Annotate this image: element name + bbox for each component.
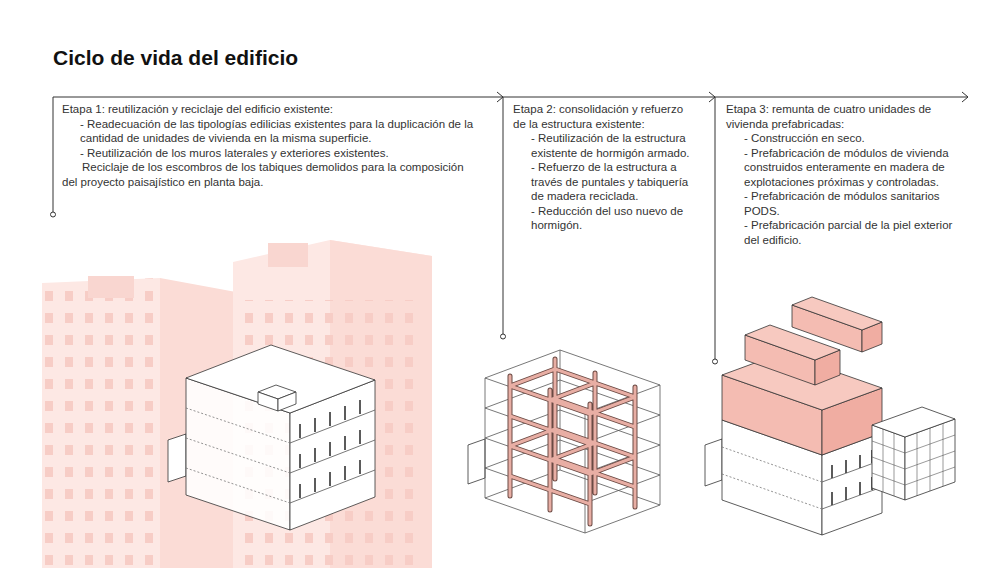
floor-line (722, 447, 822, 509)
floor-line (186, 408, 290, 503)
window-mark (832, 450, 872, 505)
existing-building (168, 345, 375, 530)
plinth (705, 439, 722, 486)
stage-dot (713, 359, 718, 364)
roof-box (88, 276, 134, 298)
floor-slab (485, 350, 660, 533)
roof-box (268, 243, 308, 267)
stage-note: - Reutilización de la estructura existen… (531, 131, 703, 160)
facade-panel (872, 425, 905, 500)
stage-note: - Construcción en seco. (744, 131, 968, 146)
plinth (168, 434, 186, 482)
building-face (42, 278, 160, 568)
building-roof (186, 345, 375, 413)
timber-beam (510, 359, 635, 524)
building-windows (42, 278, 160, 568)
timber-outline (510, 359, 635, 524)
roof-box (278, 392, 296, 411)
facade-grid (872, 423, 955, 496)
stage-note: - Reutilización de los muros laterales y… (80, 146, 475, 161)
window-mark (300, 400, 360, 498)
plinth (468, 439, 485, 484)
extended-building (705, 297, 955, 535)
timeline-arrow (497, 92, 503, 102)
stage-note: Reciclaje de los escombros de los tabiqu… (62, 160, 464, 189)
facade-panel (872, 407, 955, 437)
stage-line (53, 97, 54, 212)
floor-line (290, 410, 375, 503)
stage-heading: Etapa 1: reutilización y reciclaje del e… (62, 102, 492, 117)
floor-slab (485, 350, 660, 533)
timeline-line (53, 97, 968, 98)
stage-heading: Etapa 3: remunta de cuatro unidades de v… (726, 102, 971, 131)
stage-note: - Reducción del uso nuevo de hormigón. (531, 204, 703, 233)
stage-line (715, 97, 716, 359)
roof-box (258, 392, 278, 411)
building-face (186, 378, 290, 530)
stage-note: - Refuerzo de la estructura a través de … (531, 160, 703, 204)
stage-note: - Prefabricación de módulos de vivienda … (744, 146, 968, 190)
diagram-title: Ciclo de vida del edificio (53, 46, 298, 70)
structure-frame (468, 350, 660, 533)
stage-heading: Etapa 2: consolidación y refuerzo de la … (513, 102, 699, 131)
stage-dot (501, 334, 506, 339)
stage-dot (51, 212, 56, 217)
timeline-arrow (709, 92, 715, 102)
timeline-arrow (962, 92, 968, 102)
stage-note: - Prefabricación parcial de la piel exte… (744, 218, 968, 247)
timber-module (792, 297, 882, 330)
neighbour-buildings (42, 240, 432, 568)
stage-note: - Readecuación de las tipologías edilici… (80, 117, 475, 146)
stage-note: - Prefabricación de módulos sanitarios P… (744, 189, 968, 218)
timber-reinforcement (510, 359, 635, 524)
stage-line (503, 97, 504, 334)
